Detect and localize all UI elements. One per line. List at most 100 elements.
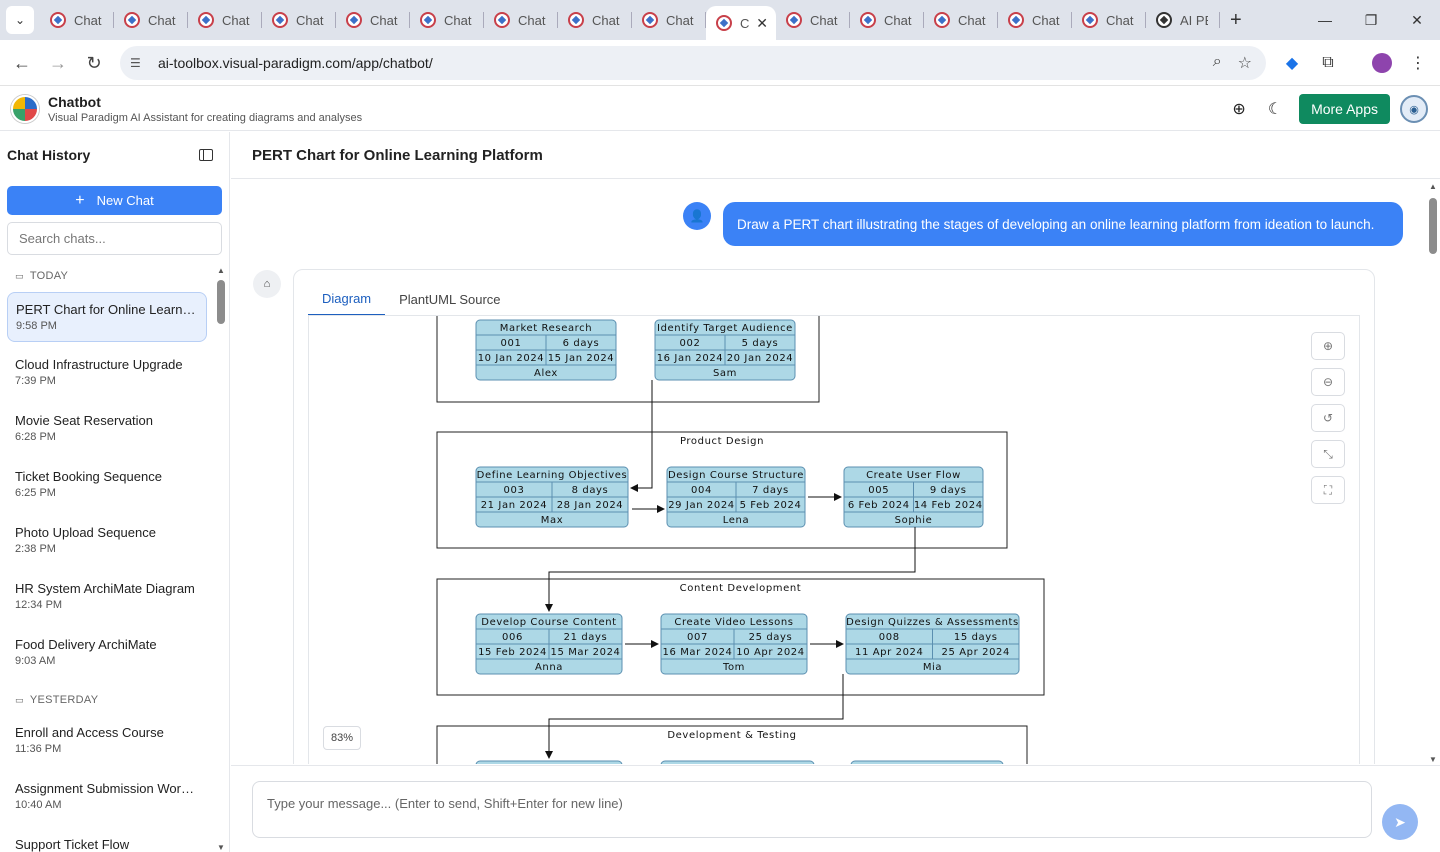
dark-mode-moon-icon[interactable]: ☾ — [1267, 101, 1283, 118]
browser-tab[interactable]: Chatbot — [410, 0, 484, 40]
tab-favicon-icon — [642, 12, 658, 28]
chat-item-title: Support Ticket Flow — [15, 837, 130, 852]
extension-icon[interactable]: ◆ — [1285, 55, 1299, 72]
new-chat-button[interactable]: + New Chat — [7, 186, 222, 215]
browser-menu-icon[interactable]: ⋮ — [1410, 55, 1426, 72]
main-scroll-up-icon[interactable]: ▲ — [1429, 182, 1437, 191]
task-name: Create Video Lessons — [674, 617, 793, 628]
app-subtitle: Visual Paradigm AI Assistant for creatin… — [48, 111, 363, 124]
fullscreen-icon[interactable]: ⛶ — [1311, 476, 1345, 504]
site-info-icon[interactable]: ☰ — [130, 56, 141, 70]
tab-label: Chatbot — [666, 12, 694, 28]
chat-item-title: Cloud Infrastructure Upgrade — [15, 357, 183, 372]
search-chats-input[interactable]: Search chats... — [7, 222, 222, 255]
visual-paradigm-logo — [11, 94, 39, 123]
browser-tab[interactable]: Chatbot — [998, 0, 1072, 40]
url-field[interactable]: ☰ ai-toolbox.visual-paradigm.com/app/cha… — [120, 46, 1266, 80]
tab-label: Chatbot — [1032, 12, 1060, 28]
close-tab-icon[interactable]: ✕ — [756, 14, 768, 31]
sidebar-scroll-thumb[interactable] — [217, 280, 225, 324]
tab-label: Chatbot — [296, 12, 324, 28]
task-duration: 7 days — [752, 485, 789, 496]
browser-tab[interactable]: Chatbot — [188, 0, 262, 40]
main-scrollbar[interactable]: ▲ ▼ — [1426, 180, 1440, 764]
task-end: 10 Apr 2024 — [736, 647, 804, 658]
tab-label: Chatbot — [958, 12, 986, 28]
chat-list-item[interactable]: Support Ticket Flow — [7, 828, 207, 852]
chat-item-title: PERT Chart for Online Learning Platform — [16, 302, 196, 317]
browser-tab[interactable]: C✕ — [706, 6, 776, 40]
zoom-lens-icon[interactable]: ⌕ — [1212, 53, 1222, 70]
task-start: 11 Apr 2024 — [855, 647, 923, 658]
restore-icon[interactable]: ❐ — [1364, 11, 1378, 28]
tab-plantuml-source[interactable]: PlantUML Source — [399, 291, 501, 307]
browser-tab[interactable]: AI PERT — [1146, 0, 1220, 40]
message-input[interactable]: Type your message... (Enter to send, Shi… — [252, 781, 1372, 838]
browser-tab[interactable]: Chatbot — [850, 0, 924, 40]
profile-avatar-icon[interactable] — [1366, 47, 1398, 79]
more-apps-button[interactable]: More Apps — [1299, 94, 1390, 124]
browser-tabs: ChatbotChatbotChatbotChatbotChatbotChatb… — [40, 0, 1220, 40]
forward-icon[interactable]: → — [49, 52, 67, 73]
pert-node-partial — [475, 760, 623, 764]
task-owner: Tom — [722, 662, 745, 673]
minimize-icon[interactable]: — — [1318, 12, 1332, 28]
tab-favicon-icon — [1008, 12, 1024, 28]
zoom-in-icon[interactable]: ⊕ — [1311, 332, 1345, 360]
browser-tab[interactable]: Chatbot — [40, 0, 114, 40]
browser-tab[interactable]: Chatbot — [924, 0, 998, 40]
task-duration: 21 days — [564, 632, 608, 643]
zoom-out-icon[interactable]: ⊖ — [1311, 368, 1345, 396]
fit-view-icon[interactable]: ⤡ — [1311, 440, 1345, 468]
language-globe-icon[interactable]: ⊕ — [1232, 101, 1246, 118]
tab-diagram[interactable]: Diagram — [308, 282, 386, 316]
diagram-tabs: Diagram PlantUML Source — [308, 282, 515, 316]
browser-tab[interactable]: Chatbot — [484, 0, 558, 40]
assistant-avatar-icon[interactable]: ◉ — [1400, 95, 1428, 123]
section-label: ▭TODAY — [0, 266, 216, 286]
task-end: 15 Jan 2024 — [548, 353, 615, 364]
task-duration: 8 days — [572, 485, 609, 496]
tab-favicon-icon — [420, 12, 436, 28]
message-composer: Type your message... (Enter to send, Shi… — [231, 765, 1440, 852]
close-window-icon[interactable]: ✕ — [1411, 11, 1423, 28]
browser-tab[interactable]: Chatbot — [632, 0, 706, 40]
scroll-up-icon[interactable]: ▲ — [217, 266, 225, 275]
chat-area: 👤 Draw a PERT chart illustrating the sta… — [231, 180, 1427, 764]
chat-list-item[interactable]: PERT Chart for Online Learning Platform9… — [7, 292, 207, 342]
new-tab-icon[interactable]: + — [1230, 8, 1242, 31]
sidebar-scrollbar[interactable]: ▲ ▼ — [216, 266, 226, 852]
task-id: 007 — [687, 632, 708, 643]
calendar-icon: ▭ — [15, 694, 24, 705]
chat-item-time: 6:25 PM — [15, 487, 56, 499]
main-scroll-down-icon[interactable]: ▼ — [1429, 755, 1437, 764]
extensions-puzzle-icon[interactable]: ⧉ — [1322, 54, 1334, 71]
browser-tab[interactable]: Chatbot — [1072, 0, 1146, 40]
tab-search-dropdown-icon[interactable]: ⌄ — [6, 6, 34, 34]
bookmark-star-icon[interactable]: ☆ — [1237, 55, 1252, 72]
send-button[interactable]: ➤ — [1382, 804, 1418, 840]
main-scroll-thumb[interactable] — [1429, 198, 1437, 254]
task-owner: Mia — [923, 662, 942, 673]
back-icon[interactable]: ← — [13, 52, 31, 73]
sidebar-toggle-icon[interactable] — [199, 149, 213, 161]
browser-tab[interactable]: Chatbot — [262, 0, 336, 40]
browser-tab[interactable]: Chatbot — [558, 0, 632, 40]
browser-tab[interactable]: Chatbot — [776, 0, 850, 40]
browser-tab[interactable]: Chatbot — [336, 0, 410, 40]
task-name: Design Quizzes & Assessments — [846, 617, 1019, 628]
reload-icon[interactable]: ↻ — [86, 52, 102, 73]
reset-view-icon[interactable]: ↺ — [1311, 404, 1345, 432]
browser-tab[interactable]: Chatbot — [114, 0, 188, 40]
task-owner: Sophie — [895, 515, 933, 526]
scroll-down-icon[interactable]: ▼ — [217, 843, 225, 852]
